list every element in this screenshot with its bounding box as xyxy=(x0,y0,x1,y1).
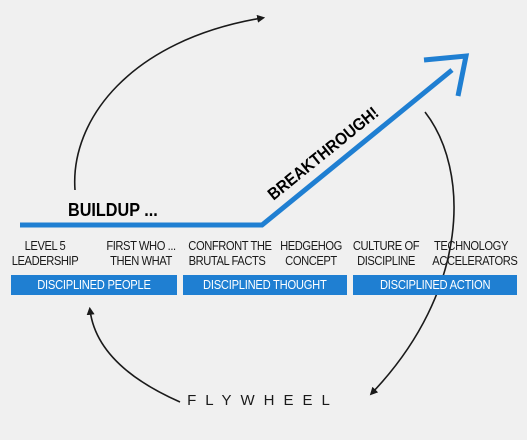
stage-label: DISCIPLINED THOUGHT xyxy=(203,277,327,292)
flywheel-label: FLYWHEEL xyxy=(187,392,339,409)
step-line: LEADERSHIP xyxy=(11,253,79,268)
step-level-5-leadership: LEVEL 5 LEADERSHIP xyxy=(6,238,83,268)
cycle-arc-bottom-left xyxy=(86,306,181,403)
step-line: FIRST WHO ... xyxy=(106,238,176,253)
stage-band-thought: DISCIPLINED THOUGHT xyxy=(183,275,347,295)
step-confront-brutal-facts: CONFRONT THE BRUTAL FACTS xyxy=(188,238,272,268)
step-hedgehog-concept: HEDGEHOG CONCEPT xyxy=(272,238,349,268)
progress-line xyxy=(20,68,454,228)
step-technology-accelerators: TECHNOLOGY ACCELERATORS xyxy=(432,238,518,268)
stage-band-people: DISCIPLINED PEOPLE xyxy=(11,275,177,295)
step-line: BRUTAL FACTS xyxy=(188,253,266,268)
stage-label: DISCIPLINED PEOPLE xyxy=(37,277,151,292)
buildup-label: BUILDUP ... xyxy=(68,200,158,220)
step-culture-of-discipline: CULTURE OF DISCIPLINE xyxy=(347,238,424,268)
cycle-arc-right xyxy=(369,111,455,396)
stage-band-action: DISCIPLINED ACTION xyxy=(353,275,517,295)
step-line: THEN WHAT xyxy=(110,253,172,268)
cycle-arc-top-left xyxy=(73,14,266,191)
step-line: HEDGEHOG xyxy=(280,238,342,253)
step-line: LEVEL 5 xyxy=(24,238,66,253)
step-first-who-then-what: FIRST WHO ... THEN WHAT xyxy=(102,238,179,268)
step-line: CONFRONT THE xyxy=(188,238,272,253)
step-line: ACCELERATORS xyxy=(432,253,518,268)
step-line: CULTURE OF xyxy=(352,238,420,253)
arrow-up-right-icon xyxy=(423,53,470,97)
step-line: TECHNOLOGY xyxy=(434,238,508,253)
stage-label: DISCIPLINED ACTION xyxy=(379,277,491,292)
step-line: CONCEPT xyxy=(285,253,337,268)
step-line: DISCIPLINE xyxy=(357,253,415,268)
